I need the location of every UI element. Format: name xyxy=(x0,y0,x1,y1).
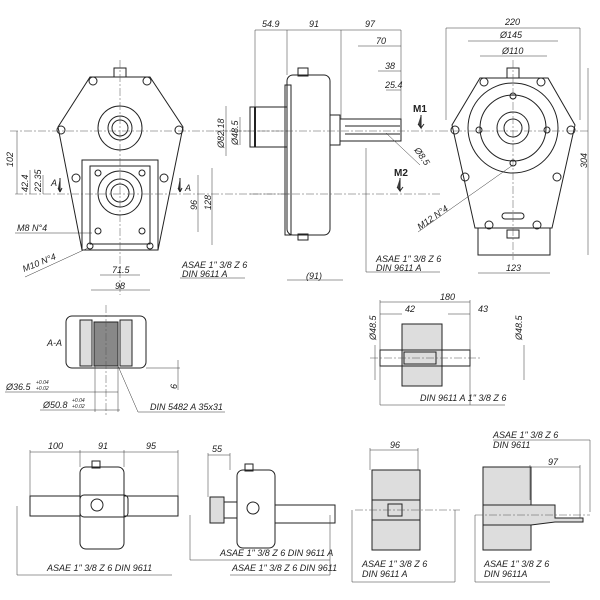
variant-b-spline-2: ASAE 1" 3/8 Z 6 DIN 9611 xyxy=(231,563,337,573)
dim-304: 304 xyxy=(579,153,589,168)
section-mark-left: A xyxy=(50,178,57,188)
thread-m12: M12 N°4 xyxy=(415,203,450,231)
variant-d-spline-1: ASAE 1" 3/8 Z 6 xyxy=(483,559,549,569)
variant-d-top-2: DIN 9611 xyxy=(493,440,530,450)
dim-dia-8-5: Ø8.5 xyxy=(412,145,433,168)
dim-dia-48-5: Ø48.5 xyxy=(230,119,240,146)
variant-a-spline: ASAE 1" 3/8 Z 6 DIN 9611 xyxy=(46,563,152,573)
section-mark-right: A xyxy=(184,183,191,193)
dim-dia-110: Ø110 xyxy=(501,46,523,56)
section-spline: DIN 5482 A 35x31 xyxy=(150,402,223,412)
dim-dia-82-18: Ø82.18 xyxy=(216,118,226,149)
dim-54-9: 54.9 xyxy=(262,19,280,29)
dim-100: 100 xyxy=(48,441,63,451)
dim-71-5: 71.5 xyxy=(112,265,131,275)
variant-b: 55 ASAE 1" 3/8 Z 6 DIN 9611 A ASAE 1" 3/… xyxy=(189,444,337,576)
dim-dia-145: Ø145 xyxy=(499,30,523,40)
dim-25-4: 25.4 xyxy=(384,80,403,90)
through-spline: DIN 9611 A 1" 3/8 Z 6 xyxy=(420,393,506,403)
variant-d: 97 ASAE 1" 3/8 Z 6 DIN 9611 ASAE 1" 3/8 … xyxy=(474,430,591,583)
dim-220: 220 xyxy=(504,17,520,27)
side-spline-spec-1: ASAE 1" 3/8 Z 6 xyxy=(375,254,441,264)
dim-96: 96 xyxy=(189,200,199,210)
dim-180: 180 xyxy=(440,292,455,302)
tol-50-upper: +0.04 xyxy=(72,398,85,404)
dim-dia-36-5: Ø36.5 xyxy=(5,382,32,392)
spline-spec-2: DIN 9611 A xyxy=(182,269,228,279)
dim-91: 91 xyxy=(98,441,108,451)
section-a-a: A-A Ø36.5 +0.04 +0.02 Ø50.8 +0.04 +0.02 … xyxy=(5,305,225,415)
label-m1: M1 xyxy=(413,104,427,115)
tol-36-upper: +0.04 xyxy=(36,380,49,386)
dim-42: 42 xyxy=(405,304,415,314)
tol-50-lower: +0.02 xyxy=(72,404,85,410)
through-section: 180 42 43 Ø48.5 Ø48.5 DIN 9611 A 1" 3/8 … xyxy=(368,292,525,406)
variant-b-spline-1: ASAE 1" 3/8 Z 6 DIN 9611 A xyxy=(219,548,333,558)
dim-96: 96 xyxy=(390,440,400,450)
dim-dia-left: Ø48.5 xyxy=(368,314,378,341)
dim-43: 43 xyxy=(478,304,488,314)
spline-spec-1: ASAE 1" 3/8 Z 6 xyxy=(181,260,247,270)
dim-22-35: 22.35 xyxy=(33,168,43,193)
dim-97: 97 xyxy=(365,19,376,29)
variant-a: 100 91 95 ASAE 1" 3/8 Z 6 DIN 9611 xyxy=(16,441,179,576)
dim-dia-right: Ø48.5 xyxy=(514,314,524,341)
section-title: A-A xyxy=(46,338,62,348)
dim-91-ref: (91) xyxy=(306,271,322,281)
variant-d-spline-2: DIN 9611A xyxy=(484,569,527,579)
dim-55: 55 xyxy=(212,444,223,454)
dim-dia-50-8: Ø50.8 xyxy=(42,400,68,410)
dim-123: 123 xyxy=(506,263,521,273)
dim-91: 91 xyxy=(309,19,319,29)
dim-102: 102 xyxy=(5,152,15,167)
front-view: 102 42.4 22.35 A A 96 128 M8 N°4 M10 N°4… xyxy=(5,60,290,295)
dim-38: 38 xyxy=(385,61,395,71)
thread-m8: M8 N°4 xyxy=(17,223,47,233)
dim-6: 6 xyxy=(169,384,179,389)
side-view: 54.9 91 97 70 38 25.4 Ø82.18 Ø48.5 M1 M2… xyxy=(215,19,441,281)
dim-95: 95 xyxy=(146,441,157,451)
tol-36-lower: +0.02 xyxy=(36,386,49,392)
dim-98: 98 xyxy=(115,281,125,291)
variant-c-spline-2: DIN 9611 A xyxy=(362,569,408,579)
rear-view: 220 Ø145 Ø110 304 123 M12 N°4 xyxy=(415,17,590,274)
label-m2: M2 xyxy=(394,168,408,179)
dim-42-4: 42.4 xyxy=(20,174,30,192)
dim-70: 70 xyxy=(376,36,386,46)
dim-128: 128 xyxy=(203,195,213,210)
variant-d-top-1: ASAE 1" 3/8 Z 6 xyxy=(492,430,558,440)
side-spline-spec-2: DIN 9611 A xyxy=(376,263,422,273)
variant-c: 96 ASAE 1" 3/8 Z 6 DIN 9611 A xyxy=(351,440,460,583)
variant-c-spline-1: ASAE 1" 3/8 Z 6 xyxy=(361,559,427,569)
dim-97: 97 xyxy=(548,457,559,467)
